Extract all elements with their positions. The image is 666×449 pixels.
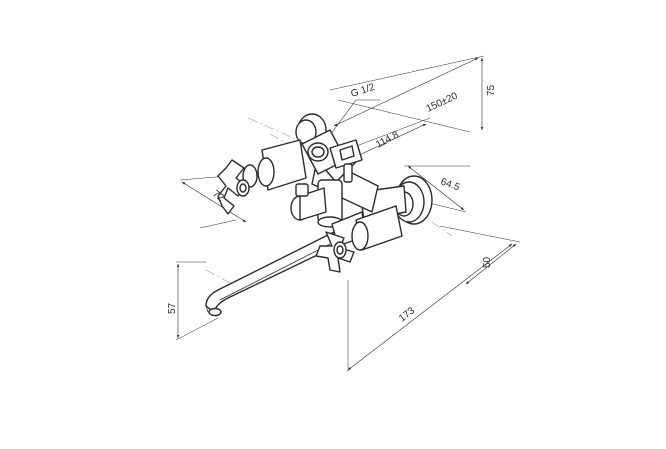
label-spout-length: 173	[397, 305, 417, 324]
upper-valve	[301, 129, 363, 183]
label-spout-offset: 114.8	[374, 129, 401, 150]
dim-line-center-distance	[333, 57, 479, 127]
label-thread: G 1/2	[350, 82, 377, 100]
label-center-distance: 150±20	[425, 90, 460, 114]
label-wall-depth: 64.5	[439, 176, 461, 193]
dim-line-handle-spacing	[181, 181, 247, 223]
dimension-lines	[176, 57, 517, 371]
spout	[205, 231, 337, 317]
dim-line-wall-depth	[407, 165, 465, 211]
label-spout-height: 57	[167, 302, 178, 314]
left-handle	[217, 139, 307, 215]
label-depth: 50	[482, 256, 493, 268]
thread-leader	[321, 99, 380, 147]
right-handle	[315, 205, 403, 273]
label-height-top: 75	[486, 84, 497, 96]
dim-line-spout-length	[347, 243, 513, 371]
